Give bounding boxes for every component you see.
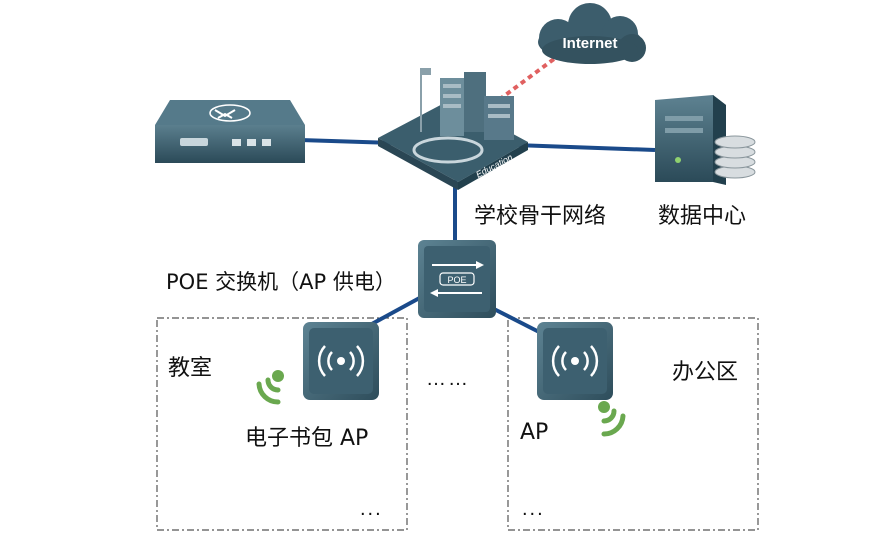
wireless-ap-icon — [303, 322, 379, 400]
wireless-ap-icon — [537, 322, 613, 400]
office-label: 办公区 — [672, 360, 739, 385]
link-switch-classroom-ap — [369, 293, 426, 327]
datacenter-label: 数据中心 — [658, 204, 747, 229]
switch-icon — [418, 240, 496, 318]
switch-badge-label: POE — [447, 275, 466, 285]
gateway-icon — [155, 100, 305, 163]
wifi-signal-icon — [256, 370, 284, 405]
middle-ellipsis: …… — [426, 368, 470, 390]
office-ap-label: AP — [520, 420, 549, 445]
classroom-label: 教室 — [168, 356, 213, 381]
campus-building-icon — [378, 68, 528, 190]
wifi-signal-icon — [598, 401, 626, 437]
classroom-ellipsis: ... — [360, 498, 383, 520]
poe-switch-label: POE 交换机（AP 供电） — [166, 270, 396, 294]
internet-label: Internet — [562, 35, 617, 52]
link-switch-office-ap — [491, 306, 546, 337]
server-icon — [655, 95, 756, 185]
cloud-icon — [538, 3, 646, 64]
ebook-ap-label: 电子书包 AP — [245, 426, 369, 451]
network-links — [299, 138, 656, 337]
office-ellipsis: ... — [522, 498, 545, 520]
link-backbone-datacenter — [514, 143, 656, 152]
backbone-label: 学校骨干网络 — [474, 204, 607, 229]
classroom-zone — [156, 317, 408, 531]
office-zone — [507, 317, 759, 531]
